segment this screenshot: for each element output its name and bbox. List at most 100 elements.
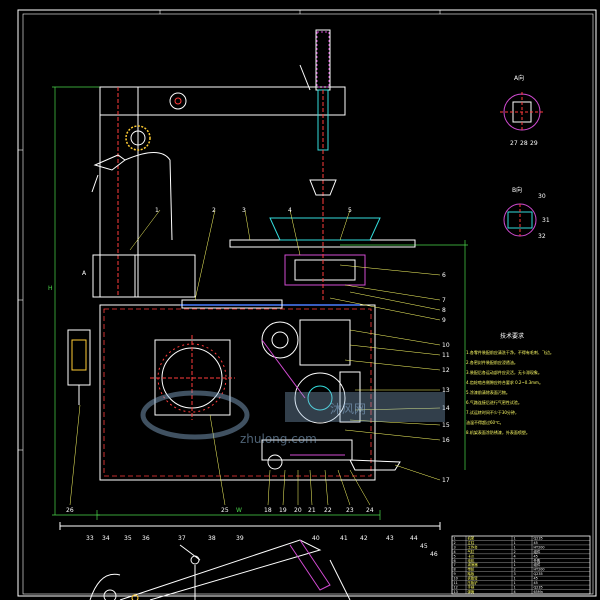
note-line: 8.机架表面涂防锈漆，外表面喷塑。 <box>466 429 530 435</box>
part-label: 41 <box>340 535 348 542</box>
part-label: 22 <box>324 507 332 514</box>
title-block-cell: 4 <box>454 550 456 554</box>
title-block-cell: 65Mn <box>534 590 543 594</box>
title-block-cell: 带轮 <box>468 567 475 572</box>
part-label: 16 <box>442 437 450 444</box>
part-label: 15 <box>442 422 450 429</box>
section-a-title: A向 <box>514 74 524 82</box>
title-block-cell: 1 <box>514 563 516 567</box>
column <box>92 86 346 298</box>
title-block-cell: 踏板 <box>468 571 475 576</box>
machine-body <box>99 299 376 481</box>
part-label: 32 <box>538 233 546 240</box>
border-ticks <box>18 10 441 451</box>
note-line: 7.试运转时间不少于30分钟， <box>466 409 519 415</box>
part-label: 31 <box>542 217 550 224</box>
title-block-cell: 组件 <box>534 549 541 554</box>
part-label: 19 <box>279 507 287 514</box>
title-block-cell: 机架 <box>468 535 475 540</box>
note-line: 油温不得超过60℃。 <box>466 419 504 425</box>
section-view-a: A向 27 28 29 <box>500 74 544 147</box>
part-label: 37 <box>178 535 186 542</box>
filter-regulator <box>67 329 91 405</box>
dim-width-label: W <box>236 507 242 514</box>
part-label: 40 <box>312 535 320 542</box>
pedal-assembly <box>261 439 401 471</box>
turntable <box>229 200 416 300</box>
title-block-cell: 2 <box>514 568 516 572</box>
part-label: 34 <box>102 535 110 542</box>
title-block-cell: Q235 <box>534 572 543 576</box>
part-label: 43 <box>386 535 394 542</box>
part-label: 6 <box>442 272 446 279</box>
mount-head-shaft <box>299 29 337 200</box>
title-block-cell: 工作台 <box>468 544 479 549</box>
title-block-cell: 12 <box>454 586 458 590</box>
part-label: 38 <box>208 535 216 542</box>
part-label: 44 <box>410 535 418 542</box>
title-block-cell: 拆胎臂 <box>468 576 479 581</box>
notes-title: 技术要求 <box>500 332 524 340</box>
leader-lines <box>69 209 441 506</box>
note-line: 4.齿轮啮合侧隙应符合要求 0.2~0.3mm。 <box>466 379 543 385</box>
title-block-cell: 13 <box>454 590 458 594</box>
title-block-cell: 3 <box>454 545 456 549</box>
drawing-outer-border <box>17 9 597 597</box>
part-label: 7 <box>442 297 446 304</box>
title-block-cell: 1 <box>514 536 516 540</box>
part-label: 42 <box>360 535 368 542</box>
watermark-band <box>285 392 445 422</box>
note-line: 2.各密封件装配前应浸透油。 <box>466 359 518 365</box>
title-block-cell: 1 <box>514 541 516 545</box>
part-label: 17 <box>442 477 450 484</box>
part-label: 9 <box>442 317 446 324</box>
title-block-cell: 11 <box>454 581 458 585</box>
title-block-cell: 1 <box>514 545 516 549</box>
title-block-cell: 1 <box>514 577 516 581</box>
part-label: 3 <box>242 207 246 214</box>
title-block-cell: HT200 <box>534 545 545 549</box>
title-block-cell: 9 <box>454 572 456 576</box>
part-label: 21 <box>308 507 316 514</box>
part-label: 2 <box>212 207 216 214</box>
part-label: 45 <box>420 543 428 550</box>
title-block-cell: 组件 <box>534 562 541 567</box>
watermark: 沐风网 zhulong.com <box>140 390 445 446</box>
title-block-cell: 1 <box>514 559 516 563</box>
title-block-cell: 电机 <box>468 558 475 563</box>
technical-notes: 技术要求 1.各零件装配前应清洗干净，不得有毛刺、飞边。 2.各密封件装配前应浸… <box>466 332 554 435</box>
title-block-cell: 4 <box>514 590 516 594</box>
note-line: 3.装配后各运动部件应灵活，无卡滞现象。 <box>466 369 542 375</box>
part-label: 18 <box>264 507 272 514</box>
mount-head-handle <box>316 31 330 88</box>
part-label: 39 <box>236 535 244 542</box>
part-label: 30 <box>538 193 546 200</box>
part-label: 29 <box>530 140 538 147</box>
part-label: 4 <box>288 207 292 214</box>
watermark-logo-icon <box>140 390 250 440</box>
title-block-cell: 45 <box>534 541 538 545</box>
title-block-cell: 弹簧 <box>468 589 475 594</box>
part-label: 11 <box>442 352 450 359</box>
watermark-brand: 沐风网 <box>330 402 366 416</box>
part-label: 33 <box>86 535 94 542</box>
dimension-lines <box>52 86 468 520</box>
drawing-inner-border <box>22 13 594 595</box>
note-line: 5.涂漆前清除表面污物。 <box>466 389 510 395</box>
part-label: 13 <box>442 387 450 394</box>
part-label: 23 <box>346 507 354 514</box>
title-block-cell: 45 <box>534 581 538 585</box>
title-block-cell: 1 <box>514 581 516 585</box>
title-block-cell: 手柄 <box>468 585 475 590</box>
title-block-cell: HT200 <box>534 568 545 572</box>
lower-view-callouts: 33 34 35 36 37 38 39 40 41 42 43 44 45 4… <box>86 535 438 558</box>
section-b-title: B向 <box>512 186 522 194</box>
title-block-cell: 45 <box>534 554 538 558</box>
title-block-cell: 1 <box>454 536 456 540</box>
air-gun <box>91 152 173 241</box>
part-label: 46 <box>430 551 438 558</box>
part-label: 10 <box>442 342 450 349</box>
part-label: 12 <box>442 367 450 374</box>
